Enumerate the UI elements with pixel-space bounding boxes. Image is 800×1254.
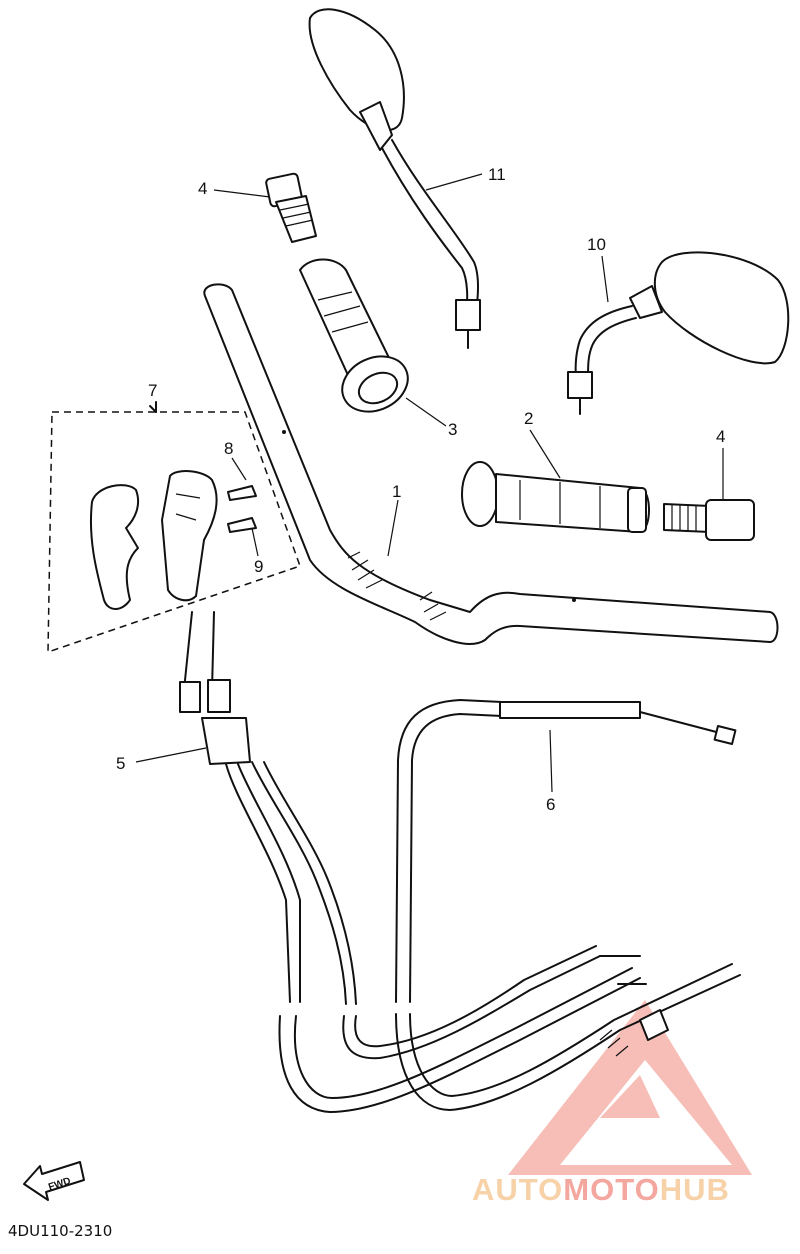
watermark-logo-icon (508, 1000, 752, 1175)
grip-left (299, 258, 409, 413)
callout-4-top: 4 (198, 179, 207, 198)
watermark-moto: MOTO (563, 1172, 659, 1207)
grip-right (461, 461, 650, 533)
callout-2: 2 (524, 409, 533, 428)
callout-4-right: 4 (716, 427, 725, 446)
callout-1: 1 (392, 482, 401, 501)
leader-lines (135, 173, 724, 793)
callout-9: 9 (254, 557, 263, 576)
svg-text:AUTOMOTOHUB: AUTOMOTOHUB (472, 1172, 730, 1207)
callout-10: 10 (587, 235, 606, 254)
watermark-text: AUTOMOTOHUB (472, 1172, 730, 1207)
throttle-cables (179, 611, 647, 1113)
diagram-code: 4DU110-2310 (8, 1222, 112, 1240)
callout-6: 6 (546, 795, 555, 814)
callout-11: 11 (488, 165, 506, 184)
callout-7: 7 (148, 381, 157, 400)
bar-end-weight-right (663, 499, 755, 541)
mirror-left (308, 8, 481, 349)
handlebar (203, 283, 779, 645)
callout-5: 5 (116, 754, 125, 773)
callout-3: 3 (448, 420, 457, 439)
watermark-hub: HUB (660, 1172, 730, 1207)
bar-end-weight-top (265, 172, 317, 243)
throttle-holder-assy (47, 401, 301, 654)
watermark-auto: AUTO (472, 1172, 563, 1207)
fwd-arrow-icon: FWD (23, 1161, 85, 1201)
clutch-cable (395, 699, 741, 1111)
mirror-right (567, 251, 790, 415)
callout-8: 8 (224, 439, 233, 458)
